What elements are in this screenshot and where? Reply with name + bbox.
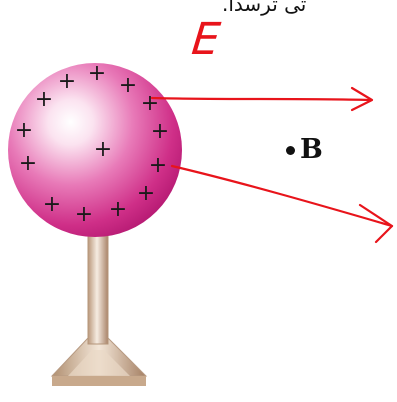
positive-charge-6: + [14,118,34,143]
positive-charge-1: + [34,87,54,112]
header-text: تی ترسدا. [222,0,307,16]
positive-charge-5: + [140,91,160,116]
point-b-dot [286,146,295,155]
field-line-upper [150,86,374,112]
positive-charge-8: + [150,119,170,144]
point-b-label: B [300,134,323,165]
positive-charge-10: + [148,153,168,178]
positive-charge-13: + [108,197,128,222]
stand-rod [87,225,109,345]
positive-charge-4: + [118,73,138,98]
positive-charge-9: + [18,151,38,176]
positive-charge-12: + [74,202,94,227]
stand-base [50,337,148,386]
positive-charge-7: + [93,137,113,162]
positive-charge-14: + [136,181,156,206]
positive-charge-2: + [57,69,77,94]
positive-charge-3: + [87,61,107,86]
field-line-lower [170,164,394,244]
charged-sphere [8,63,182,237]
positive-charge-11: + [42,192,62,217]
field-label-e: E [189,14,223,65]
